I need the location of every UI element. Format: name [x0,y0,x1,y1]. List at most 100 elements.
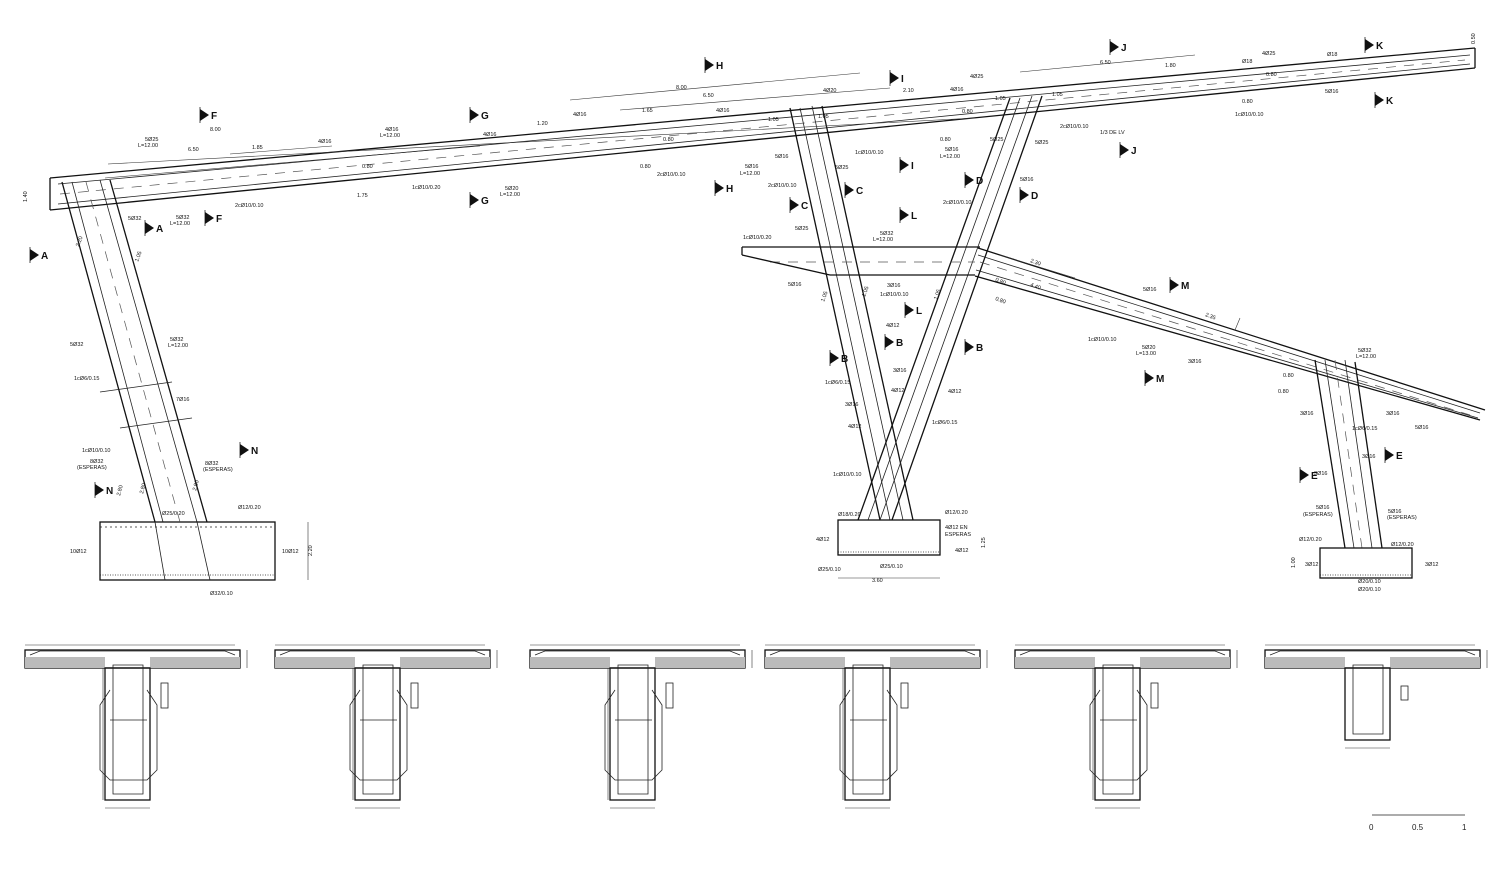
rebar-or-dimension-label: 3Ø16 [887,283,900,289]
main-roof-beam [49,47,1476,211]
rebar-or-dimension-label: 1cØ10/0.10 [82,448,110,454]
rebar-or-dimension-label: 1cØ6/0.15 [932,420,957,426]
rebar-or-dimension-label: 1.20 [537,121,548,127]
rebar-or-dimension-label: 2cØ10/0.10 [657,172,685,178]
rebar-or-dimension-label: 1.05 [768,117,779,123]
section-marker: C [789,197,808,213]
rebar-or-dimension-label: L=12.00 [170,221,190,227]
rebar-or-dimension-label: 0.80 [940,137,951,143]
rebar-or-dimension-label: 1.85 [252,145,263,151]
rebar-or-dimension-label: 2.20 [75,236,84,248]
rebar-or-dimension-label: 1/3 DE LV [1100,130,1125,136]
rebar-or-dimension-label: 1cØ10/0.20 [412,185,440,191]
rebar-or-dimension-label: 3Ø16 [1362,454,1375,460]
rebar-or-dimension-label: 5Ø25 [145,137,158,143]
dimension-line [619,87,891,111]
rebar-or-dimension-label: 0.80 [994,296,1006,305]
section-marker-letter: I [911,161,914,172]
section-marker-letter: G [481,196,489,207]
rebar-or-dimension-label: 2.80 [139,483,148,495]
rebar-or-dimension-label: L=12.00 [1356,354,1376,360]
rebar-or-dimension-label: 5Ø16 [945,147,958,153]
rebar-or-dimension-label: 4Ø16 [573,112,586,118]
section-marker: E [1384,447,1403,463]
section-marker-letter: L [911,211,917,222]
rebar-or-dimension-label: L=12.00 [873,237,893,243]
rebar-or-dimension-label: 1.05 [818,114,829,120]
rebar-or-dimension-label: 5Ø32 [170,337,183,343]
rebar-or-dimension-label: 1cØ10/0.20 [743,235,771,241]
section-marker: B [884,334,903,350]
rebar-or-dimension-label: (ESPERAS) [203,467,233,473]
rebar-or-dimension-label: 0.80 [962,109,973,115]
section-marker-letter: M [1156,374,1164,385]
rebar-or-dimension-label: 8Ø32 [90,459,103,465]
rebar-or-dimension-label: 0.80 [1283,373,1294,379]
rebar-or-dimension-label: 6.50 [1100,60,1111,66]
dimension-line [229,145,333,155]
rebar-or-dimension-label: 4Ø12 [816,537,829,543]
rebar-or-dimension-label: 4Ø16 [950,87,963,93]
rebar-or-dimension-label: Ø18 [1327,52,1337,58]
rebar-or-dimension-label: 5Ø16 [1388,509,1401,515]
section-marker-letter: M [1181,281,1189,292]
section-marker-letter: B [841,354,848,365]
rebar-or-dimension-label: 4Ø12 [955,548,968,554]
rebar-or-dimension-label: 3Ø16 [845,402,858,408]
rebar-or-dimension-label: 2.35 [1204,312,1216,321]
rebar-or-dimension-label: Ø12/0.20 [945,510,968,516]
rebar-or-dimension-label: (ESPERAS) [1303,512,1333,518]
rebar-or-dimension-label: 1.80 [1165,63,1176,69]
section-marker-letter: E [1396,451,1403,462]
rebar-or-dimension-label: 1cØ10/0.10 [855,150,883,156]
section-marker: M [1144,370,1164,386]
section-marker: J [1109,39,1127,55]
rebar-or-dimension-label: 4Ø12 [886,323,899,329]
section-marker: E [1299,467,1318,483]
section-marker-letter: B [976,343,983,354]
rebar-or-dimension-label: 1cØ6/0.15 [825,380,850,386]
cross-section-details [24,644,1488,809]
section-marker-letter: D [976,176,983,187]
rebar-or-dimension-label: (ESPERAS) [77,465,107,471]
section-marker: B [829,350,848,366]
section-marker-letter: E [1311,471,1318,482]
diagonal-cantilever-beam [974,247,1486,421]
section-marker: D [964,172,983,188]
rebar-or-dimension-label: 1cØ10/0.10 [880,292,908,298]
rebar-or-dimension-label: 1.25 [981,537,987,548]
section-marker: N [239,442,258,458]
rebar-or-dimension-label: 8Ø32 [205,461,218,467]
rebar-or-dimension-label: Ø12/0.20 [1391,542,1414,548]
section-marker: J [1119,142,1137,158]
section-marker-letter: F [216,214,222,225]
section-marker-letter: C [856,186,863,197]
beam-cross-section [1264,644,1488,749]
rebar-or-dimension-label: 1.05 [861,286,870,298]
rebar-or-dimension-label: 5Ø16 [1020,177,1033,183]
section-marker: A [144,220,163,236]
section-marker: H [704,57,723,73]
section-marker-letter: H [726,184,733,195]
section-marker: B [964,339,983,355]
section-marker-letter: D [1031,191,1038,202]
cross-beam [741,246,980,276]
section-marker: F [199,107,217,123]
rebar-or-dimension-label: 5Ø25 [795,226,808,232]
rebar-or-dimension-label: 1.40 [23,191,29,202]
rebar-or-dimension-label: 1.05 [933,289,942,301]
rebar-or-dimension-label: 3Ø12 [1425,562,1438,568]
rebar-or-dimension-label: 5Ø25 [990,137,1003,143]
rebar-or-dimension-label: 4Ø16 [318,139,331,145]
rebar-or-dimension-label: 4Ø12 [948,389,961,395]
rebar-or-dimension-label: 0.80 [663,137,674,143]
section-marker: L [904,302,922,318]
rebar-or-dimension-label: 1.00 [1291,557,1297,568]
rebar-or-dimension-label: 3Ø16 [893,368,906,374]
rebar-or-dimension-label: 4Ø20 [823,88,836,94]
rebar-or-dimension-label: 2cØ10/0.10 [943,200,971,206]
rebar-or-dimension-label: 5Ø32 [128,216,141,222]
section-marker-letter: L [916,306,922,317]
